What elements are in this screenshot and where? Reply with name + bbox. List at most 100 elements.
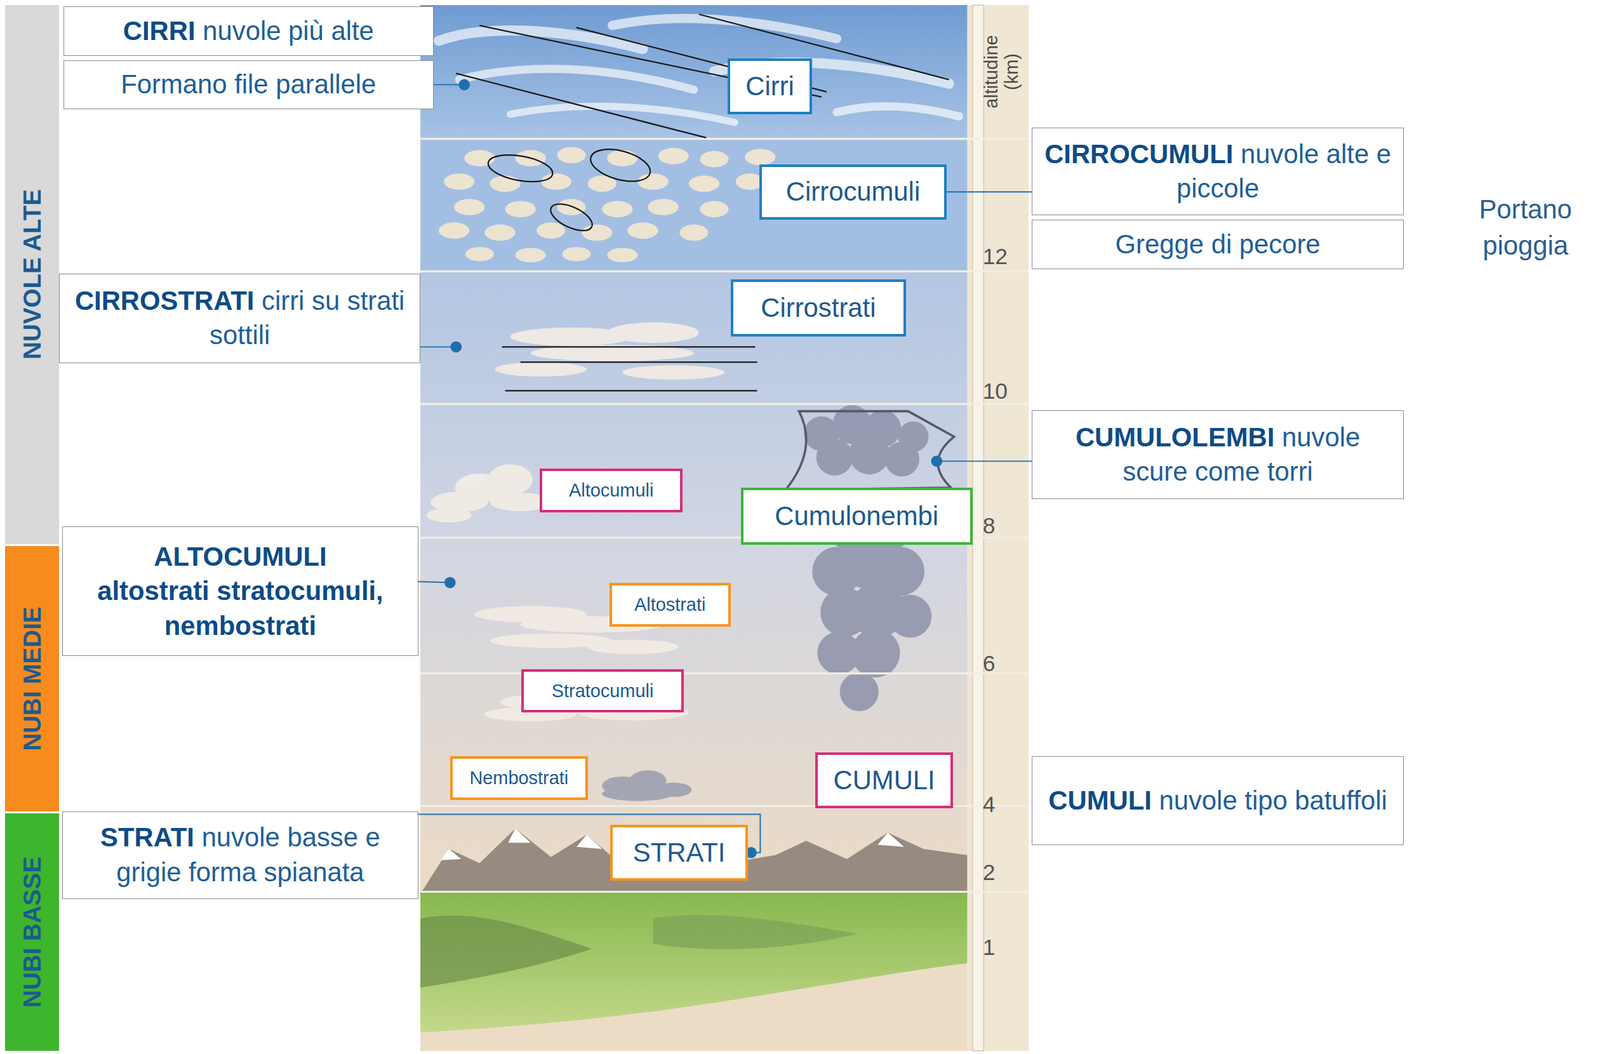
scale-column	[967, 5, 1029, 1051]
hand-drawn-marks-part	[520, 361, 758, 363]
mountains-part	[507, 828, 531, 843]
altitude-number: 10	[982, 377, 1008, 405]
cloud-label: Altocumuli	[539, 468, 683, 513]
flat-clouds-part	[622, 365, 725, 380]
altitude-lines-part	[420, 890, 1029, 893]
hand-drawn-marks-part	[502, 346, 756, 348]
cirrocumuli-puffs-part	[438, 222, 470, 239]
description-box: Formano file parallele	[63, 60, 434, 110]
mountains-part	[420, 891, 967, 1033]
cirrocumuli-puffs-part	[464, 149, 495, 167]
flat-clouds-part	[426, 507, 472, 522]
cirri-wisps-part	[459, 68, 694, 90]
cloud-name: Altocumuli	[568, 480, 654, 501]
flat-clouds-part	[487, 464, 533, 495]
cloud-label: Cirrocumuli	[759, 164, 948, 220]
altitude-number: 1	[982, 933, 996, 961]
level-band: NUVOLE ALTE	[5, 5, 60, 545]
axis-title: altitudine (km)	[981, 20, 1023, 124]
sky-part	[420, 5, 967, 1051]
band-title: NUBI BASSE	[18, 856, 47, 1008]
leader-dots	[444, 79, 943, 589]
flat-clouds-part	[494, 361, 587, 376]
box-text: STRATInuvole basse e grigie forma spiana…	[70, 820, 411, 890]
box-body: Gregge di pecore	[1115, 229, 1321, 260]
band-title: NUBI MEDIE	[18, 606, 47, 751]
cloud-name: CUMULI	[833, 765, 935, 796]
hand-drawn-marks-part	[455, 73, 707, 138]
cloud-name: Cirrostrati	[760, 292, 876, 324]
leader-line	[946, 191, 1032, 193]
cloud-label: Cirrostrati	[730, 279, 907, 337]
mountains-part	[440, 848, 461, 861]
cloud-label: Nembostrati	[450, 756, 588, 800]
cloud-label: STRATI	[610, 824, 748, 881]
cirrocumuli-puffs-part	[505, 201, 536, 218]
cumulonembi-tower-part	[840, 672, 879, 712]
altitude-number: 12	[982, 243, 1008, 270]
box-body: altostrati stratocumuli, nembostrati	[97, 575, 384, 640]
hand-drawn-marks	[455, 13, 954, 490]
altitude-lines-part	[420, 270, 1029, 273]
box-text: CIRRInuvole più alte	[123, 13, 374, 49]
box-heading: CUMULI	[1048, 785, 1152, 816]
sky-part	[420, 5, 967, 140]
flat-clouds-part	[586, 640, 679, 654]
box-heading: CIRROCUMULI	[1044, 139, 1234, 169]
sky-part	[420, 139, 967, 272]
cirrocumuli-puffs-part	[606, 149, 638, 167]
cirri-wisps-part	[836, 106, 960, 117]
flat-clouds-part	[606, 322, 700, 343]
description-box: CIRROCUMULInuvole alte e piccole	[1031, 127, 1405, 216]
mountains-part	[877, 832, 905, 847]
description-box: CUMULOLEMBInuvole scure come torri	[1031, 410, 1405, 500]
description-box: Gregge di pecore	[1031, 219, 1405, 270]
level-band: NUBI BASSE	[5, 813, 60, 1052]
cloud-label: CUMULI	[815, 752, 954, 809]
cirrocumuli-puffs	[438, 146, 776, 263]
hand-drawn-marks-part	[786, 411, 955, 491]
flat-clouds	[426, 322, 725, 722]
description-box: STRATInuvole basse e grigie forma spiana…	[62, 811, 419, 900]
cloud-name: Stratocumuli	[551, 680, 654, 702]
scale-column-part	[967, 5, 1029, 1051]
cirri-wisps	[438, 18, 960, 123]
cirri-wisps-part	[510, 106, 736, 122]
cloud-label: Stratocumuli	[521, 669, 684, 713]
cirrocumuli-puffs-part	[489, 175, 520, 192]
cirrocumuli-puffs-part	[443, 173, 475, 190]
box-heading: ALTOCUMULI	[70, 539, 411, 574]
hand-drawn-marks-part	[587, 143, 654, 187]
cirrocumuli-puffs-part	[606, 247, 638, 262]
description-box: CIRROSTRATIcirri su strati sottili	[59, 273, 421, 364]
nembostrati-cloud-part	[655, 782, 693, 797]
cirrocumuli-puffs-part	[658, 147, 689, 165]
nembostrati-cloud	[601, 770, 692, 801]
cirrocumuli-puffs-part	[536, 222, 566, 239]
box-text: ALTOCUMULIaltostrati stratocumuli, nembo…	[70, 539, 411, 644]
box-body: nuvole tipo batuffoli	[1158, 785, 1387, 816]
altitude-number: 8	[982, 512, 996, 540]
cirrocumuli-puffs-part	[540, 173, 572, 190]
cumulonembi-tower-part	[888, 594, 933, 638]
description-box: CUMULInuvole tipo batuffoli	[1031, 756, 1405, 846]
box-text: Formano file parallele	[120, 67, 376, 102]
altitude-lines-part	[420, 403, 1029, 406]
leader-lines-part	[936, 460, 1032, 462]
box-text: Gregge di pecore	[1115, 227, 1321, 262]
band-title: NUVOLE ALTE	[18, 189, 47, 360]
cirrocumuli-puffs-part	[515, 247, 547, 262]
cirrocumuli-puffs-part	[744, 149, 776, 166]
description-box: ALTOCUMULIaltostrati stratocumuli, nembo…	[62, 526, 419, 656]
box-body: nuvole più alte	[202, 15, 374, 46]
cirrocumuli-puffs-part	[581, 224, 613, 242]
level-band: NUBI MEDIE	[5, 546, 60, 812]
description-box: CIRRInuvole più alte	[63, 6, 434, 57]
box-text: CUMULInuvole tipo batuffoli	[1048, 783, 1388, 818]
altitude-number: 6	[982, 650, 996, 677]
hand-drawn-marks-part	[486, 150, 555, 187]
cumulonembi-tower-part	[816, 438, 854, 476]
box-body: Formano file parallele	[120, 69, 376, 100]
cloud-name: STRATI	[633, 837, 726, 868]
